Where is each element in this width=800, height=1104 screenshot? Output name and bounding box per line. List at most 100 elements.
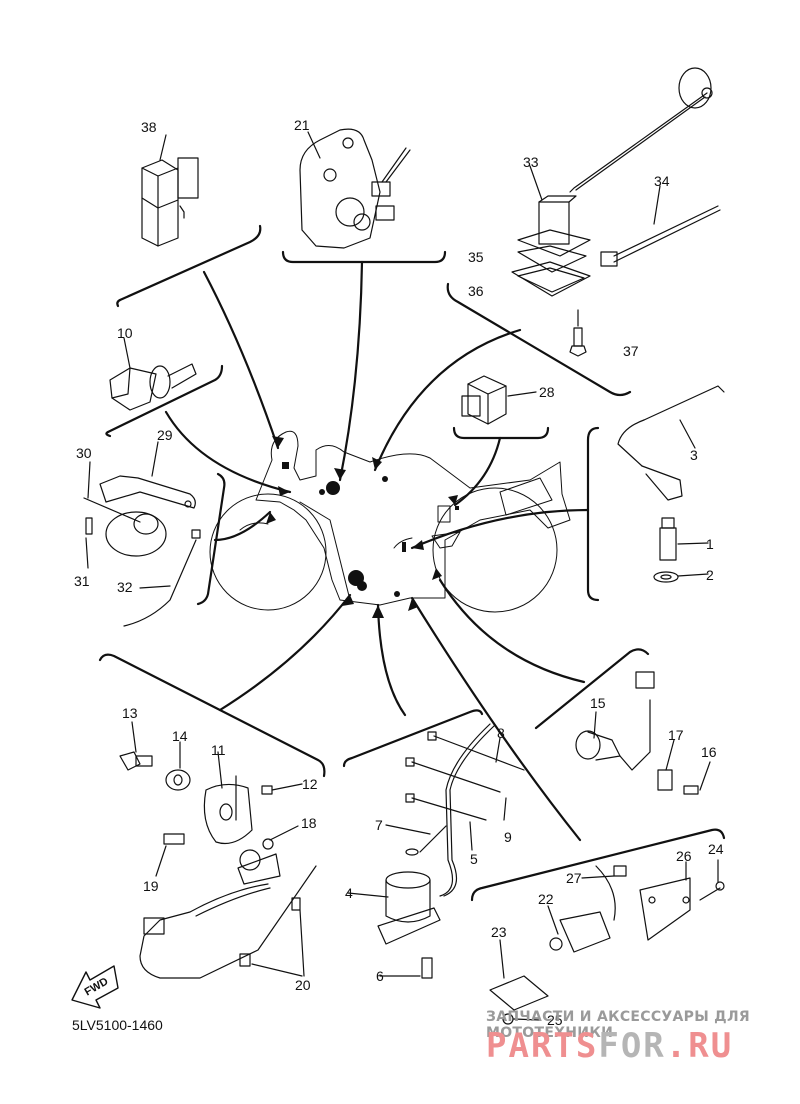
callout-25[interactable]: 25 <box>547 1012 563 1028</box>
bracket-10 <box>106 364 224 434</box>
part-37-screw <box>569 309 587 357</box>
part-20-clamps <box>239 897 305 977</box>
watermark-brand-for: FOR <box>598 1026 666 1066</box>
pulser-lead <box>139 865 317 979</box>
bracket-22-27 <box>470 828 726 902</box>
part-9-tie <box>405 757 507 821</box>
part-26-bracket <box>639 861 691 941</box>
callout-32[interactable]: 32 <box>117 579 133 595</box>
part-32-cable-tie <box>123 529 201 627</box>
bracket-21 <box>281 250 447 264</box>
part-34-lead-wire <box>600 185 721 267</box>
part-24-bolt <box>699 859 725 901</box>
callout-34[interactable]: 34 <box>654 173 670 189</box>
part-4-relay <box>347 871 441 945</box>
part-11-plate <box>203 751 253 845</box>
callout-21[interactable]: 21 <box>294 117 310 133</box>
callout-29[interactable]: 29 <box>157 427 173 443</box>
relay-marker <box>437 505 451 523</box>
callout-6[interactable]: 6 <box>376 968 384 984</box>
part-22-switch <box>547 905 611 953</box>
callout-9[interactable]: 9 <box>504 829 512 845</box>
callout-14[interactable]: 14 <box>172 728 188 744</box>
part-5-tie <box>405 793 487 851</box>
callout-12[interactable]: 12 <box>302 776 318 792</box>
callout-15[interactable]: 15 <box>590 695 606 711</box>
bracket-1-3 <box>586 426 600 602</box>
part-18-pulser <box>237 825 299 885</box>
callout-24[interactable]: 24 <box>708 841 724 857</box>
callout-38[interactable]: 38 <box>141 119 157 135</box>
callout-1[interactable]: 1 <box>706 536 714 552</box>
bracket-4-9 <box>342 709 484 768</box>
callout-7[interactable]: 7 <box>375 817 383 833</box>
part-23-cover <box>489 939 549 1011</box>
part-29-horn-bracket <box>99 441 196 509</box>
part-15-sensor <box>575 671 655 771</box>
callout-31[interactable]: 31 <box>74 573 90 589</box>
part-1-switch <box>659 517 709 561</box>
callout-36[interactable]: 36 <box>468 283 484 299</box>
part-19-bolt <box>155 833 185 877</box>
callout-8[interactable]: 8 <box>497 725 505 741</box>
callout-37[interactable]: 37 <box>623 343 639 359</box>
part-17-clamp <box>657 739 675 791</box>
part-10-sensor <box>109 337 197 411</box>
callout-4[interactable]: 4 <box>345 885 353 901</box>
callout-13[interactable]: 13 <box>122 705 138 721</box>
motorcycle-parts-markers <box>282 462 459 597</box>
callout-18[interactable]: 18 <box>301 815 317 831</box>
part-3-lead <box>617 385 725 501</box>
callout-3[interactable]: 3 <box>690 447 698 463</box>
watermark-brand-parts: PARTS <box>486 1026 599 1066</box>
front-wheel <box>209 493 327 611</box>
part-27-bolt <box>581 865 627 921</box>
part-8-tie <box>427 731 525 771</box>
bracket-33 <box>446 282 632 397</box>
callout-35[interactable]: 35 <box>468 249 484 265</box>
callout-26[interactable]: 26 <box>676 848 692 864</box>
bracket-38 <box>118 224 262 302</box>
part-31-bolt <box>85 517 93 569</box>
part-21-starter-relay <box>299 128 411 249</box>
fwd-arrow-icon <box>71 965 119 1009</box>
part-13-bolt <box>119 721 153 771</box>
drawing-code: 5LV5100-1460 <box>72 1017 163 1033</box>
part-30-horn <box>83 461 167 557</box>
rear-wheel <box>432 487 558 613</box>
bracket-28 <box>452 426 550 440</box>
callout-33[interactable]: 33 <box>523 154 539 170</box>
callout-10[interactable]: 10 <box>117 325 133 341</box>
leader-arrows <box>164 260 590 842</box>
harness-lead <box>439 723 495 897</box>
part-2-washer <box>653 571 709 583</box>
callout-5[interactable]: 5 <box>470 851 478 867</box>
callout-17[interactable]: 17 <box>668 727 684 743</box>
watermark-tagline: ЗАПЧАСТИ И АКСЕССУАРЫ ДЛЯ МОТОТЕХНИКИ <box>486 1009 750 1041</box>
callout-22[interactable]: 22 <box>538 891 554 907</box>
part-28-relay <box>461 375 537 425</box>
callout-30[interactable]: 30 <box>76 445 92 461</box>
watermark-brand-ru: .RU <box>665 1026 734 1066</box>
bracket-11-20 <box>98 653 326 778</box>
callout-27[interactable]: 27 <box>566 870 582 886</box>
part-14-washer <box>165 741 191 791</box>
part-25-nut <box>502 1013 541 1025</box>
callout-11[interactable]: 11 <box>211 742 226 758</box>
callout-16[interactable]: 16 <box>701 744 717 760</box>
group-brackets <box>98 224 726 902</box>
watermark-logo: PARTSFOR.RU <box>486 1026 733 1066</box>
bracket-15-17 <box>534 648 650 730</box>
callout-28[interactable]: 28 <box>539 384 555 400</box>
part-38-relay <box>141 134 199 247</box>
callout-23[interactable]: 23 <box>491 924 507 940</box>
callout-19[interactable]: 19 <box>143 878 159 894</box>
part-16-bolt <box>683 761 711 795</box>
part-7-lead <box>385 824 447 856</box>
part-33-fuel-sender <box>511 67 713 297</box>
arrow-heads <box>266 436 458 618</box>
callout-20[interactable]: 20 <box>295 977 311 993</box>
callout-2[interactable]: 2 <box>706 567 714 583</box>
motorcycle-outline <box>209 430 571 613</box>
